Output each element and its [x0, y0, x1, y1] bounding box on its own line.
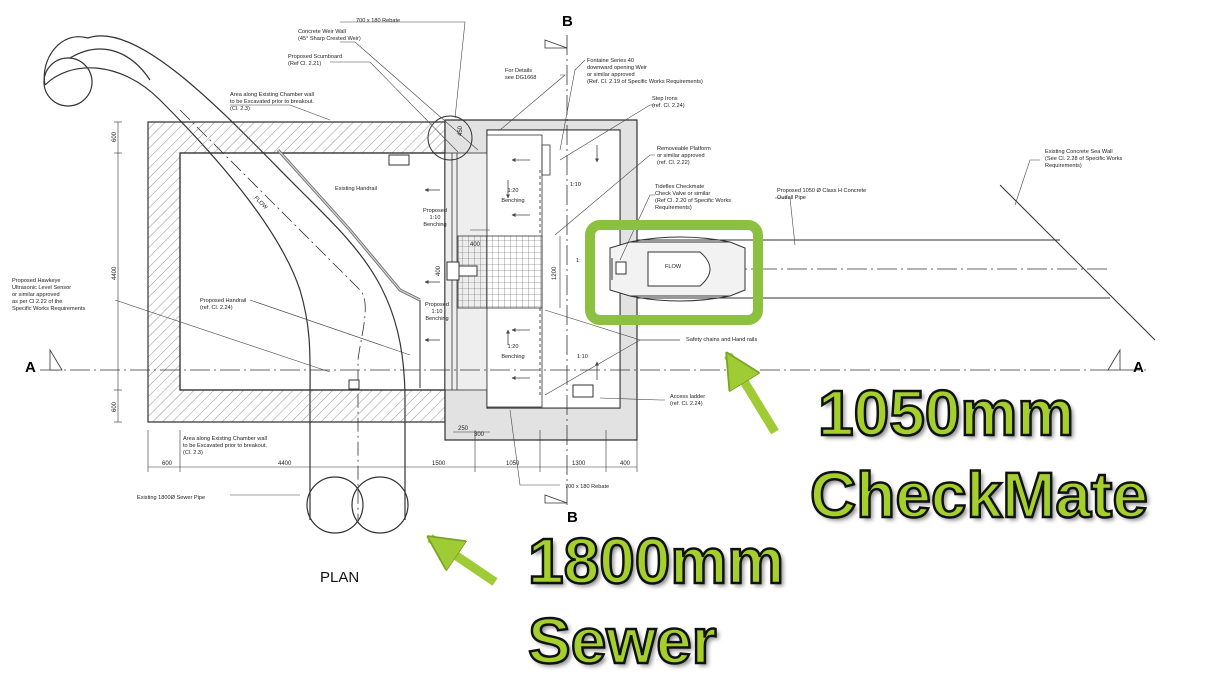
new-chamber	[348, 119, 638, 441]
note-existing-handrail: Existing Handrail	[335, 186, 377, 192]
note-scumboard: Proposed Scumboard(Ref Cl. 2.21)	[288, 54, 342, 67]
svg-text:1050: 1050	[506, 461, 520, 467]
sewer-callout-name: Sewer	[527, 605, 718, 677]
svg-text:400: 400	[620, 461, 631, 467]
svg-text:400: 400	[436, 265, 442, 276]
svg-text:600: 600	[162, 461, 173, 467]
section-letters: B B A A PLAN	[25, 13, 1144, 586]
annotations: 700 x 180 Rebate Concrete Weir Wall(45° …	[12, 18, 1123, 501]
svg-text:A: A	[1133, 359, 1144, 376]
callout-arrows	[430, 355, 779, 586]
svg-text:1:10: 1:10	[577, 354, 588, 360]
svg-text:B: B	[567, 509, 578, 526]
checkmate-highlight-box	[585, 220, 763, 325]
svg-text:300: 300	[474, 432, 485, 438]
note-weir-wall: Concrete Weir Wall(45° Sharp Crested Wei…	[298, 29, 361, 42]
checkmate-callout-name: CheckMate	[809, 459, 1149, 531]
note-rebate-top: 700 x 180 Rebate	[356, 18, 400, 24]
svg-text:B: B	[562, 13, 573, 30]
svg-text:250: 250	[458, 426, 469, 432]
note-sea-wall: Existing Concrete Sea Wall(See Cl. 2.28 …	[1045, 149, 1123, 169]
svg-text:4400: 4400	[278, 461, 292, 467]
note-access-ladder: Access ladder(ref. Cl. 2.24)	[670, 394, 705, 407]
svg-text:450: 450	[458, 125, 464, 136]
svg-text:1:10: 1:10	[570, 182, 581, 188]
svg-text:1300: 1300	[572, 461, 586, 467]
existing-chamber	[147, 121, 446, 423]
svg-text:4400: 4400	[112, 266, 118, 280]
existing-handrail	[276, 148, 421, 302]
checkmate-callout-size: 1050mm	[817, 377, 1076, 449]
note-rebate-bottom: 700 x 180 Rebate	[565, 484, 609, 490]
svg-text:400: 400	[470, 242, 481, 248]
weir-detail-circle	[427, 115, 473, 161]
svg-text:1500: 1500	[432, 461, 446, 467]
svg-text:600: 600	[112, 401, 118, 412]
leader-lines	[114, 21, 1040, 496]
svg-text:1200: 1200	[552, 266, 558, 280]
existing-sewer-pipe	[43, 35, 409, 534]
svg-text:FLOW: FLOW	[665, 264, 682, 270]
note-sewer-pipe: Existing 1800Ø Sewer Pipe	[137, 495, 205, 501]
note-safety-chains: Safety chains and Hand rails	[686, 337, 757, 343]
dimension-labels: 600 4400 1500 1050 1300 400 250 300 600 …	[112, 125, 631, 467]
svg-text:600: 600	[112, 131, 118, 142]
sewer-callout-size: 1800mm	[527, 525, 786, 597]
svg-text:A: A	[25, 359, 36, 376]
plan-title: PLAN	[320, 569, 359, 586]
svg-text:1:: 1:	[576, 258, 581, 264]
note-step-irons: Step Irons(ref. Cl. 2.24)	[652, 96, 685, 109]
dimension-lines	[114, 121, 638, 472]
note-proposed-handrail: Proposed Handrail(ref. Cl. 2.24)	[200, 298, 246, 311]
outfall-pipe	[609, 184, 1156, 341]
